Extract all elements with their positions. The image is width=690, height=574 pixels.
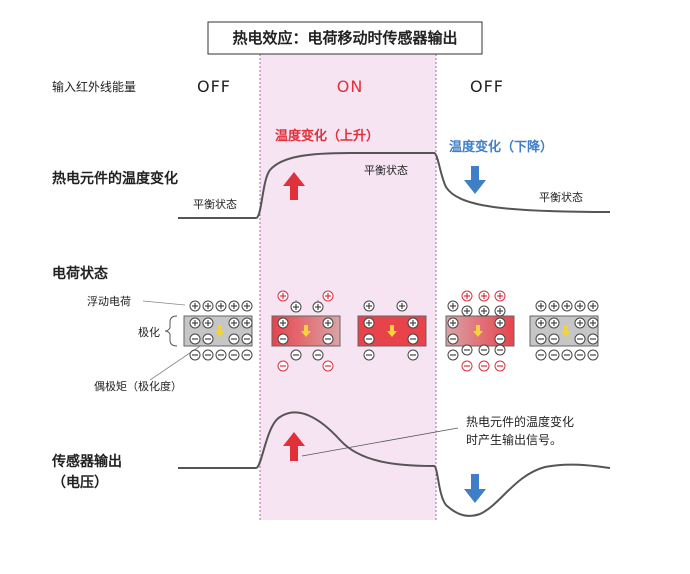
temp-fall-label: 温度变化（下降）: [449, 139, 553, 155]
temp-rise-label: 温度变化（上升）: [275, 128, 379, 144]
element-cooling: [445, 290, 515, 372]
blue-down-arrow-icon: [464, 474, 486, 503]
state-off-left: OFF: [197, 77, 231, 96]
input-ir-label: 输入红外线能量: [52, 79, 136, 94]
state-off-right: OFF: [470, 77, 504, 96]
on-region: [260, 54, 436, 520]
sensor-output-curve: [178, 411, 611, 517]
equilibrium-label-right: 平衡状态: [539, 190, 583, 204]
floating-charge-leader: [142, 300, 186, 306]
row-label-temperature-change: 热电元件的温度变化: [52, 170, 178, 187]
row-label-sensor-output-unit: （电压）: [52, 474, 108, 491]
row-label-sensor-output: 传感器输出: [51, 453, 122, 470]
polarization-bracket: [164, 315, 178, 347]
state-on: ON: [337, 77, 364, 96]
blue-down-arrow-icon: [464, 166, 486, 194]
element-hot-equilibrium: [357, 300, 427, 361]
dipole-moment-label: 偶极矩（极化度）: [94, 379, 182, 393]
red-up-arrow-icon: [283, 432, 305, 461]
signal-note-leader: [301, 427, 459, 457]
red-up-arrow-icon: [283, 172, 305, 200]
floating-charge-label: 浮动电荷: [87, 295, 131, 308]
signal-note-line2: 时产生输出信号。: [466, 432, 562, 447]
polarization-label: 极化: [138, 325, 160, 339]
title: 热电效应：电荷移动时传感器输出: [232, 29, 457, 47]
element-equilibrium-left: [183, 300, 253, 361]
temperature-curve: [178, 152, 611, 219]
row-label-charge-state: 电荷状态: [52, 265, 108, 282]
element-equilibrium-right: [529, 300, 599, 361]
equilibrium-label-on: 平衡状态: [364, 163, 408, 177]
equilibrium-label-left: 平衡状态: [193, 197, 237, 211]
title-box: [207, 21, 483, 55]
signal-note-line1: 热电元件的温度变化: [466, 414, 574, 429]
element-heating: [271, 290, 341, 372]
